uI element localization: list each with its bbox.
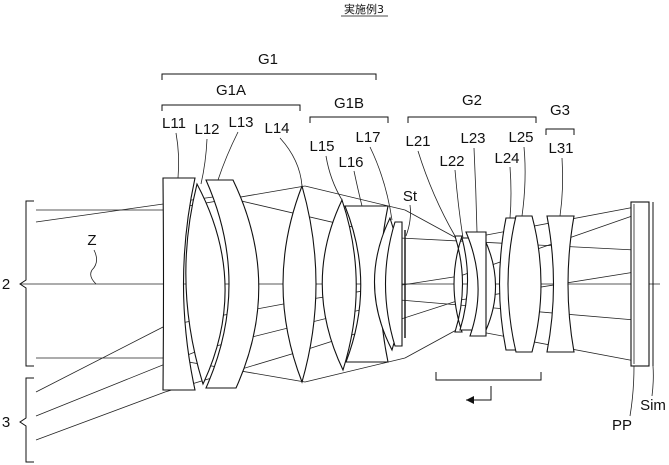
lens-label-l12: L12 xyxy=(194,121,219,138)
lens-l12 xyxy=(185,182,226,386)
lens-label-l13: L13 xyxy=(228,114,253,131)
group-label-g3: G3 xyxy=(550,102,570,119)
lens-label-l21: L21 xyxy=(405,133,430,150)
image-label: Sim xyxy=(640,397,666,414)
lens-l23 xyxy=(465,231,487,337)
lens-l21 xyxy=(453,235,464,333)
lens-l25 xyxy=(507,215,542,353)
group-label-g2: G2 xyxy=(462,92,482,109)
lens-label-l22: L22 xyxy=(439,153,464,170)
prism-label: PP xyxy=(612,417,632,434)
bundle-label-axial: 2 xyxy=(2,276,10,293)
group-bracket-g1 xyxy=(161,73,377,80)
lens-label-l16: L16 xyxy=(338,154,363,171)
axis-leader xyxy=(90,249,97,285)
lens-label-l25: L25 xyxy=(508,129,533,146)
prism-pp xyxy=(630,201,650,367)
axis-label-z: Z xyxy=(87,232,96,249)
lens-label-l23: L23 xyxy=(460,130,485,147)
leader-lines xyxy=(175,131,654,417)
lens-l15 xyxy=(321,198,357,372)
lens-label-l11: L11 xyxy=(162,115,186,132)
bundle-bracket-axial xyxy=(19,200,34,367)
lens-l13 xyxy=(205,179,260,389)
group-label-g1a: G1A xyxy=(216,82,246,99)
bundle-label-offaxis: 3 xyxy=(2,414,10,431)
lens-label-l24: L24 xyxy=(494,150,519,167)
group-label-g1b: G1B xyxy=(334,95,364,112)
lens-label-l17: L17 xyxy=(355,129,380,146)
stop-label: St xyxy=(403,188,418,205)
group-bracket-g1b xyxy=(309,116,389,123)
lens-label-l31: L31 xyxy=(548,140,573,157)
lens-label-l14: L14 xyxy=(264,120,289,137)
group-bracket-g2 xyxy=(407,116,537,123)
bundle-bracket-offaxis xyxy=(19,377,34,463)
group-bracket-g3 xyxy=(545,128,575,135)
lens-label-l15: L15 xyxy=(309,138,334,155)
lens-l17-element xyxy=(384,221,403,347)
lens-l14 xyxy=(282,184,317,384)
group-bracket-g1a xyxy=(161,104,301,111)
g2-movement-arrow xyxy=(466,386,492,401)
diagram-title: 実施例3 xyxy=(344,2,384,16)
g2-movement-bracket xyxy=(435,372,542,381)
group-label-g1: G1 xyxy=(258,51,278,68)
lens-l11 xyxy=(162,177,196,391)
lens-l31 xyxy=(546,215,575,353)
arrow-head-icon xyxy=(466,396,474,404)
